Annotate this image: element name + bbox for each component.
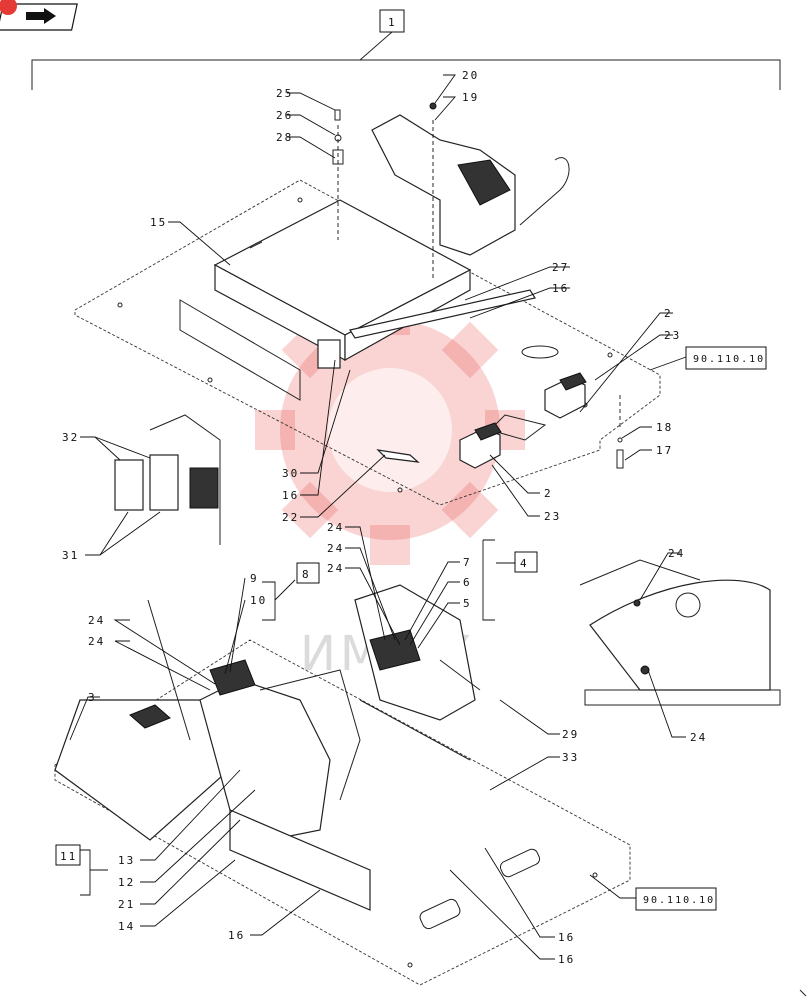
lower-floor-plate bbox=[54, 639, 631, 986]
reference-box-bottom[interactable] bbox=[635, 887, 717, 911]
callout-31: 31 bbox=[62, 549, 79, 562]
callout-8: 8 bbox=[302, 568, 311, 581]
callout-16-upper: 16 bbox=[552, 282, 569, 295]
callout-2-middle: 2 bbox=[544, 487, 553, 500]
callout-17: 17 bbox=[656, 444, 673, 457]
back-arrow-icon[interactable] bbox=[0, 0, 78, 31]
platform-box bbox=[179, 199, 472, 401]
callout-24-d: 24 bbox=[88, 614, 105, 627]
callout-24-c: 24 bbox=[327, 562, 344, 575]
reference-box-top[interactable] bbox=[685, 346, 767, 370]
callout-29: 29 bbox=[562, 728, 579, 741]
callout-19: 19 bbox=[462, 91, 479, 104]
callout-27: 27 bbox=[552, 261, 569, 274]
callout-33: 33 bbox=[562, 751, 579, 764]
callout-14: 14 bbox=[118, 920, 135, 933]
callout-10: 10 bbox=[250, 594, 267, 607]
callout-box-11 bbox=[55, 844, 81, 866]
callout-16-low-right-a: 16 bbox=[558, 931, 575, 944]
callout-18: 18 bbox=[656, 421, 673, 434]
callout-1: 1 bbox=[388, 16, 397, 29]
callout-7: 7 bbox=[463, 556, 472, 569]
callout-2-upper: 2 bbox=[664, 307, 673, 320]
corner-mark bbox=[799, 989, 807, 997]
strip-27 bbox=[349, 289, 536, 339]
detail-view-console bbox=[579, 559, 781, 706]
front-console bbox=[354, 584, 481, 761]
reference-top[interactable]: 90.110.10 bbox=[693, 354, 765, 365]
callout-32: 32 bbox=[62, 431, 79, 444]
callout-3: 3 bbox=[88, 691, 97, 704]
callout-16-low-right-b: 16 bbox=[558, 953, 575, 966]
callout-box-4 bbox=[514, 551, 538, 573]
callout-5: 5 bbox=[463, 597, 472, 610]
lower-console bbox=[199, 659, 371, 911]
assembly-bracket-1 bbox=[31, 31, 781, 90]
callout-15: 15 bbox=[150, 216, 167, 229]
handle-22 bbox=[376, 449, 420, 463]
callout-24-f: 24 bbox=[668, 547, 685, 560]
callout-21: 21 bbox=[118, 898, 135, 911]
callout-9: 9 bbox=[250, 572, 259, 585]
callout-28: 28 bbox=[276, 131, 293, 144]
callout-23-middle: 23 bbox=[544, 510, 561, 523]
callout-24-e: 24 bbox=[88, 635, 105, 648]
watermark-gear bbox=[255, 295, 525, 565]
callout-25: 25 bbox=[276, 87, 293, 100]
callout-box-1 bbox=[379, 9, 405, 33]
callout-4: 4 bbox=[520, 557, 529, 570]
callout-16-mid: 16 bbox=[282, 489, 299, 502]
leader-lines bbox=[69, 74, 687, 960]
pedal-block-middle bbox=[459, 422, 502, 469]
detail-inset-seal bbox=[114, 414, 221, 545]
callout-12: 12 bbox=[118, 876, 135, 889]
callout-13: 13 bbox=[118, 854, 135, 867]
callout-30: 30 bbox=[282, 467, 299, 480]
callout-6: 6 bbox=[463, 576, 472, 589]
callout-24-b: 24 bbox=[327, 542, 344, 555]
callout-23-upper: 23 bbox=[664, 329, 681, 342]
callout-16-low-left: 16 bbox=[228, 929, 245, 942]
callout-26: 26 bbox=[276, 109, 293, 122]
callout-22: 22 bbox=[282, 511, 299, 524]
callout-24-a: 24 bbox=[327, 521, 344, 534]
callout-20: 20 bbox=[462, 69, 479, 82]
pedal-block-upper bbox=[544, 372, 587, 419]
callout-box-8 bbox=[296, 562, 320, 584]
reference-bottom[interactable]: 90.110.10 bbox=[643, 895, 715, 906]
callout-24-g: 24 bbox=[690, 731, 707, 744]
callout-11: 11 bbox=[60, 850, 77, 863]
right-console-upper bbox=[371, 114, 570, 256]
